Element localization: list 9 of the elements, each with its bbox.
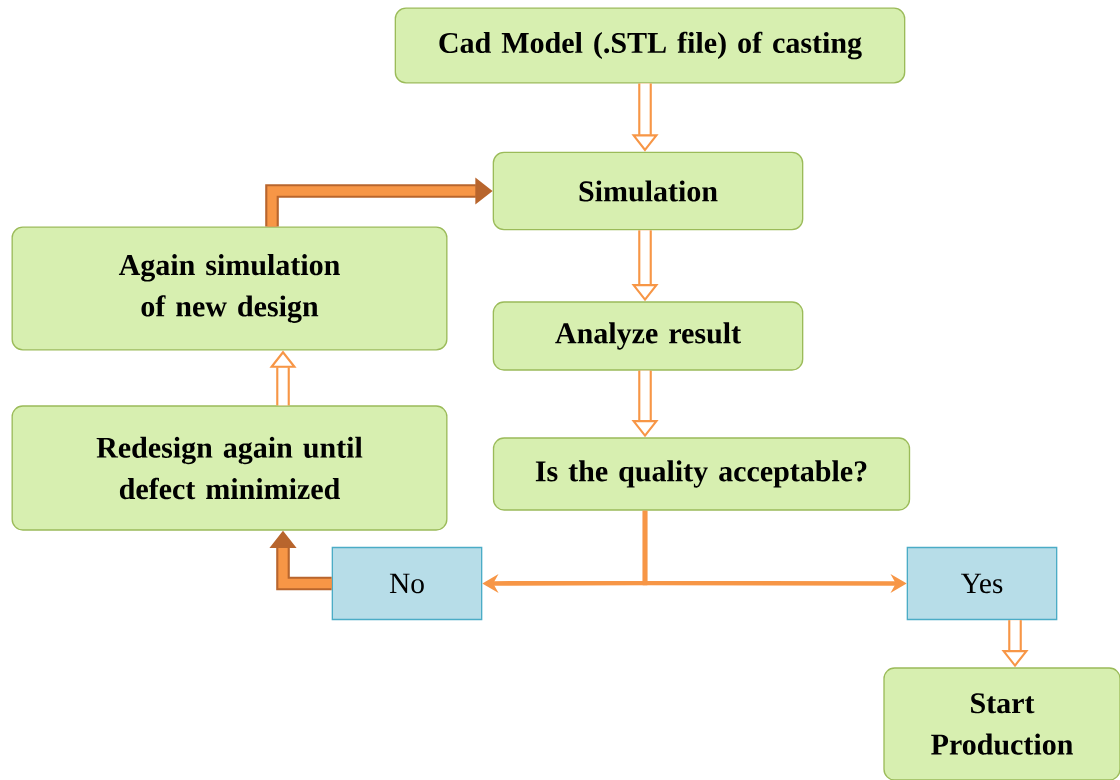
process-box: Again simulation of new design xyxy=(11,226,448,351)
process-box: Yes xyxy=(906,546,1058,621)
process-box: Redesign again until defect minimized xyxy=(11,405,448,531)
process-box: Is the quality acceptable? xyxy=(492,437,911,511)
process-box: Start Production xyxy=(883,667,1120,780)
process-box: Cad Model (.STL file) of casting xyxy=(394,7,906,84)
process-box: Analyze result xyxy=(492,301,804,371)
process-box: No xyxy=(331,546,483,621)
process-box: Simulation xyxy=(492,151,804,231)
